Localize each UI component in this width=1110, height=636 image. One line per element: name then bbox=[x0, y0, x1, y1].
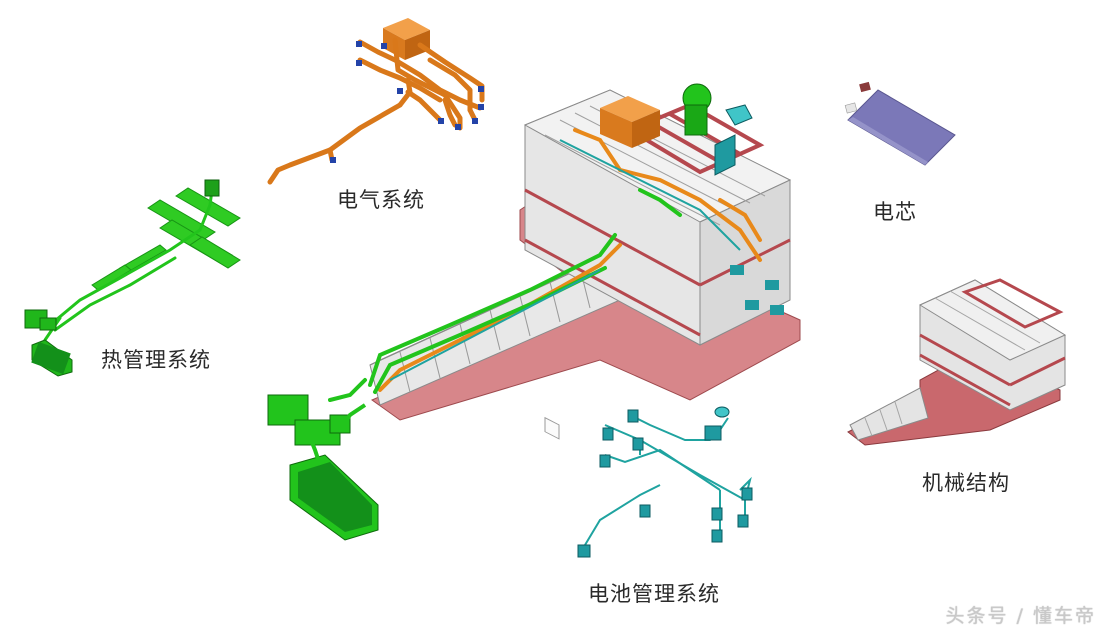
battery-pack-assembly-illustration bbox=[267, 83, 801, 541]
label-thermal-management-system: 热管理系统 bbox=[101, 348, 211, 372]
label-electrical-system: 电气系统 bbox=[337, 188, 425, 212]
label-cell: 电芯 bbox=[873, 200, 917, 224]
electrical-system-illustration bbox=[267, 18, 485, 185]
label-battery-management-system: 电池管理系统 bbox=[588, 582, 720, 606]
bms-illustration bbox=[577, 406, 753, 558]
mechanical-structure-illustration bbox=[847, 278, 1067, 446]
label-mechanical-structure: 机械结构 bbox=[922, 471, 1010, 495]
electrical-connectors bbox=[330, 41, 484, 163]
watermark: 头条号 / 懂车帝 bbox=[945, 605, 1096, 627]
thermal-system-illustration bbox=[24, 179, 241, 377]
cell-illustration bbox=[844, 81, 956, 166]
